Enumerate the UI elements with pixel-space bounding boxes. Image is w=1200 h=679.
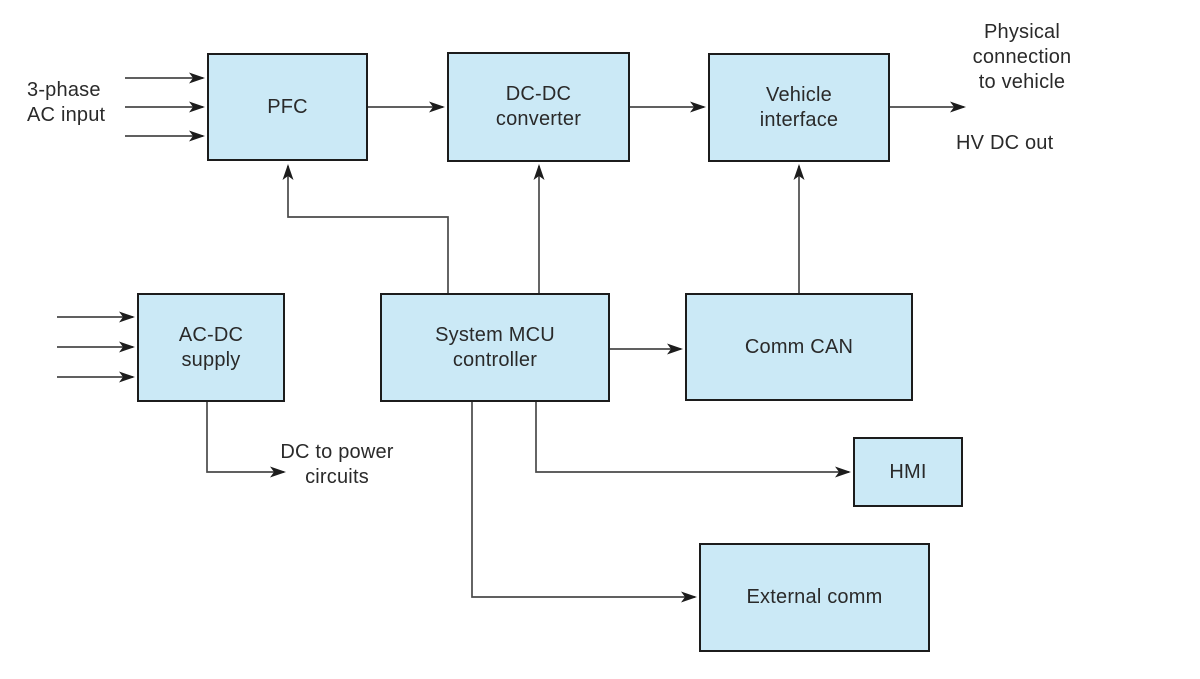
block-ac-dc-supply: AC-DC supply <box>137 293 285 402</box>
block-dc-dc-converter: DC-DC converter <box>447 52 630 162</box>
block-external-comm: External comm <box>699 543 930 652</box>
edge-mcu-to-hmi <box>535 402 851 478</box>
ac-input-label: 3-phase AC input <box>27 79 106 126</box>
edge-acdc-to-dcpower <box>206 402 286 478</box>
block-hmi: HMI <box>853 437 963 507</box>
block-comm-can: Comm CAN <box>685 293 913 401</box>
physical-connection-label: Physical connection to vehicle <box>972 21 1072 93</box>
edge-mcu-to-pfc <box>282 164 449 293</box>
block-vehicle-interface: Vehicle interface <box>708 53 890 162</box>
hv-dc-out-label: HV DC out <box>956 132 1054 154</box>
edge-mcu-to-extcomm <box>471 402 697 603</box>
block-system-mcu-controller: System MCU controller <box>380 293 610 402</box>
block-pfc: PFC <box>207 53 368 161</box>
dc-to-power-label: DC to power circuits <box>280 441 394 488</box>
